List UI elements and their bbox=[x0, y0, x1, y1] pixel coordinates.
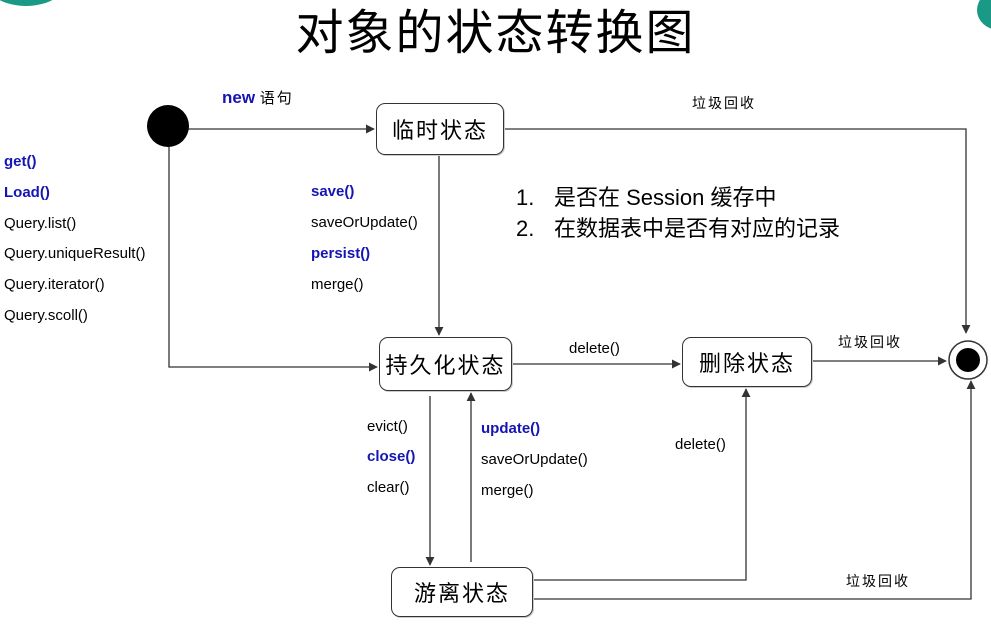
state-persistent: 持久化状态 bbox=[379, 337, 512, 391]
state-detached: 游离状态 bbox=[391, 567, 533, 617]
note-text: 在数据表中是否有对应的记录 bbox=[554, 216, 841, 241]
arrow-detached-to-final bbox=[534, 380, 976, 600]
label-gc-transient: 垃圾回收 bbox=[692, 96, 756, 112]
arrow-initial-to-persistent bbox=[168, 145, 378, 372]
method-query-unique-result: Query.uniqueResult() bbox=[4, 245, 146, 262]
method-update-merge: merge() bbox=[481, 482, 534, 499]
page-title: 对象的状态转换图 bbox=[295, 5, 696, 61]
note-item: 2. 在数据表中是否有对应的记录 bbox=[516, 213, 840, 244]
method-load: Load() bbox=[4, 184, 50, 201]
notes-list: 1. 是否在 Session 缓存中 2. 在数据表中是否有对应的记录 bbox=[516, 182, 840, 244]
arrow-transient-to-final bbox=[505, 128, 971, 334]
method-save-or-update: saveOrUpdate() bbox=[311, 214, 418, 231]
label-delete-detached: delete() bbox=[675, 436, 726, 453]
method-evict: evict() bbox=[367, 418, 408, 435]
label-gc-removed: 垃圾回收 bbox=[838, 335, 902, 351]
method-update-save-or-update: saveOrUpdate() bbox=[481, 451, 588, 468]
label-delete-persistent: delete() bbox=[569, 340, 620, 357]
state-removed: 删除状态 bbox=[682, 337, 812, 387]
method-save: save() bbox=[311, 183, 355, 200]
method-update: update() bbox=[481, 420, 541, 437]
method-query-scoll: Query.scoll() bbox=[4, 307, 88, 324]
note-number: 2. bbox=[516, 216, 535, 241]
label-new-statement: new 语句 bbox=[222, 88, 294, 108]
method-persist: persist() bbox=[311, 245, 371, 262]
initial-node bbox=[147, 105, 189, 147]
method-merge: merge() bbox=[311, 276, 364, 293]
note-item: 1. 是否在 Session 缓存中 bbox=[516, 182, 840, 213]
arrow-detached-to-removed bbox=[534, 388, 751, 581]
method-close: close() bbox=[367, 448, 416, 465]
method-query-iterator: Query.iterator() bbox=[4, 276, 105, 293]
label-gc-detached: 垃圾回收 bbox=[846, 574, 910, 590]
corner-decoration-left bbox=[0, 0, 66, 6]
note-number: 1. bbox=[516, 185, 535, 210]
new-suffix: 语句 bbox=[259, 89, 294, 107]
method-get: get() bbox=[4, 153, 37, 170]
method-clear: clear() bbox=[367, 479, 410, 496]
note-text: 是否在 Session 缓存中 bbox=[554, 185, 777, 210]
final-node-inner bbox=[956, 348, 980, 372]
new-keyword: new bbox=[222, 88, 256, 107]
state-transient: 临时状态 bbox=[376, 103, 504, 155]
method-query-list: Query.list() bbox=[4, 215, 77, 232]
